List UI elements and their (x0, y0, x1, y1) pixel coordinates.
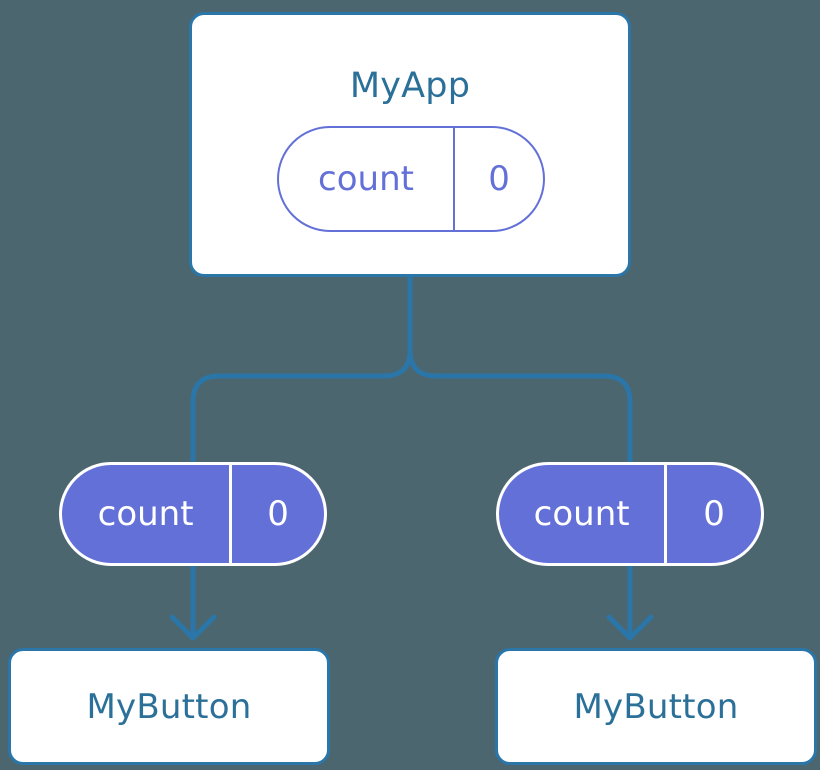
right-child-component-box[interactable]: MyButton (495, 648, 817, 765)
right-prop-key: count (533, 494, 630, 534)
root-state-value: 0 (453, 128, 543, 230)
left-prop-key: count (97, 494, 194, 534)
right-prop-pill[interactable]: count 0 (496, 462, 764, 566)
left-child-component-title: MyButton (86, 686, 252, 727)
branch-to-right-prop (407, 347, 633, 469)
left-prop-value: 0 (229, 465, 324, 563)
right-prop-to-child-arrow-head (606, 614, 654, 641)
branch-to-left-prop (190, 347, 413, 469)
root-state-key: count (318, 159, 414, 199)
root-state-pill[interactable]: count 0 (277, 126, 545, 232)
left-prop-to-child-arrow-head (169, 614, 217, 641)
left-prop-pill[interactable]: count 0 (59, 462, 327, 566)
left-child-component-box[interactable]: MyButton (8, 648, 330, 765)
right-prop-value: 0 (664, 465, 761, 563)
right-child-component-title: MyButton (573, 686, 739, 727)
root-component-title: MyApp (349, 66, 471, 106)
